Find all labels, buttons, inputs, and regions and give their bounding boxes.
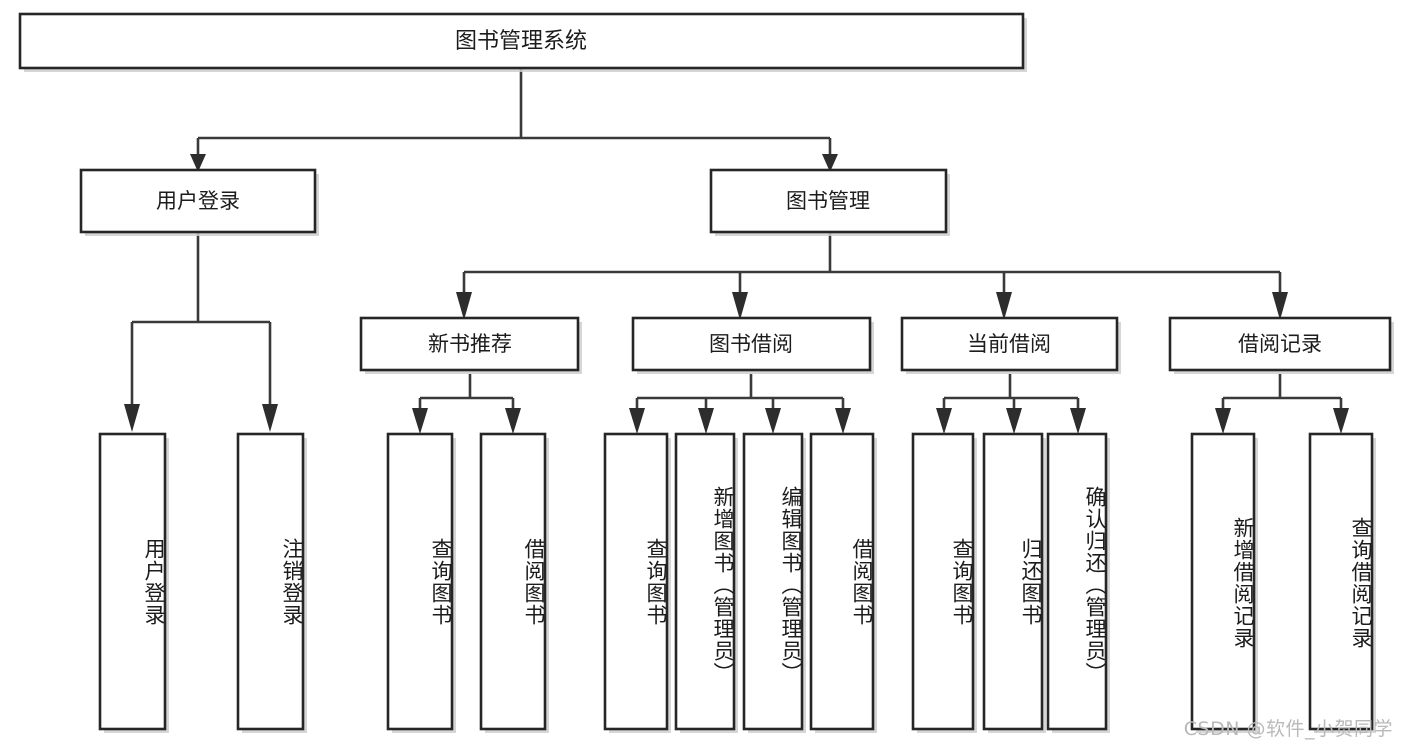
leaf-add-book-admin[interactable] [674,432,736,731]
node-user-login[interactable] [79,168,317,234]
leaf-query-book-2[interactable] [603,432,669,731]
arrow-head-bookborrow-leaf-4 [835,408,851,434]
node-label-new-book-recommend: 新书推荐 [428,332,512,356]
node-label-borrow-record: 借阅记录 [1238,332,1322,356]
leaf-borrow-book-2[interactable] [809,432,875,731]
arrow-head-borrowrecord-leaf-1 [1215,408,1231,434]
leaf-query-book-1[interactable] [386,432,454,731]
node-label-current-borrow: 当前借阅 [967,332,1051,356]
arrow-head-book-manage [822,154,838,172]
root-node-label: 图书管理系统 [455,29,587,54]
leaf-borrow-book-1[interactable] [479,432,547,731]
arrow-head-bookborrow-leaf-2 [698,408,714,434]
arrow-head-newbook-leaf-2 [505,408,521,434]
arrow-head-currentborrow-leaf-3 [1070,408,1086,434]
leaf-query-borrow-record[interactable] [1308,432,1374,731]
leaf-confirm-return-admin[interactable] [1046,432,1108,731]
node-label-user-login: 用户登录 [156,189,240,213]
arrow-head-newbook-leaf-1 [412,408,428,434]
arrow-head-borrowrecord-leaf-2 [1333,408,1349,434]
arrow-head-user-login [190,154,206,172]
arrow-head-book-borrow [732,292,748,320]
node-label-book-manage: 图书管理 [786,189,870,213]
leaf-user-login[interactable] [98,432,167,731]
node-layer [18,12,1394,733]
arrow-head-currentborrow-leaf-2 [1006,408,1022,434]
arrow-head-user-login-leaf [124,404,140,432]
node-book-manage[interactable] [709,168,948,234]
leaf-logout[interactable] [236,432,305,731]
node-book-borrow[interactable] [631,316,872,372]
node-new-book-recommend[interactable] [359,316,580,372]
watermark-text: CSDN @软件_小贺同学 [1183,718,1393,740]
node-label-book-borrow: 图书借阅 [709,332,793,356]
leaf-return-book[interactable] [982,432,1044,731]
node-borrow-record[interactable] [1168,316,1392,372]
arrow-head-current-borrow [996,292,1012,320]
arrow-head-logout-leaf [262,404,278,432]
arrow-head-borrow-record [1272,292,1288,320]
leaf-add-borrow-record[interactable] [1190,432,1256,731]
leaf-query-book-3[interactable] [911,432,975,731]
arrow-head-bookborrow-leaf-3 [765,408,781,434]
label-layer: 图书管理系统 用户登录 图书管理 新书推荐 图书借阅 当前借阅 借阅记录 [156,29,1322,356]
arrow-head-currentborrow-leaf-1 [936,408,952,434]
root-node-box[interactable] [18,12,1025,70]
node-current-borrow[interactable] [900,316,1119,372]
arrow-head-bookborrow-leaf-1 [629,408,645,434]
arrow-head-new-book [456,292,472,320]
connector-layer [124,68,1349,434]
leaf-edit-book-admin[interactable] [742,432,804,731]
